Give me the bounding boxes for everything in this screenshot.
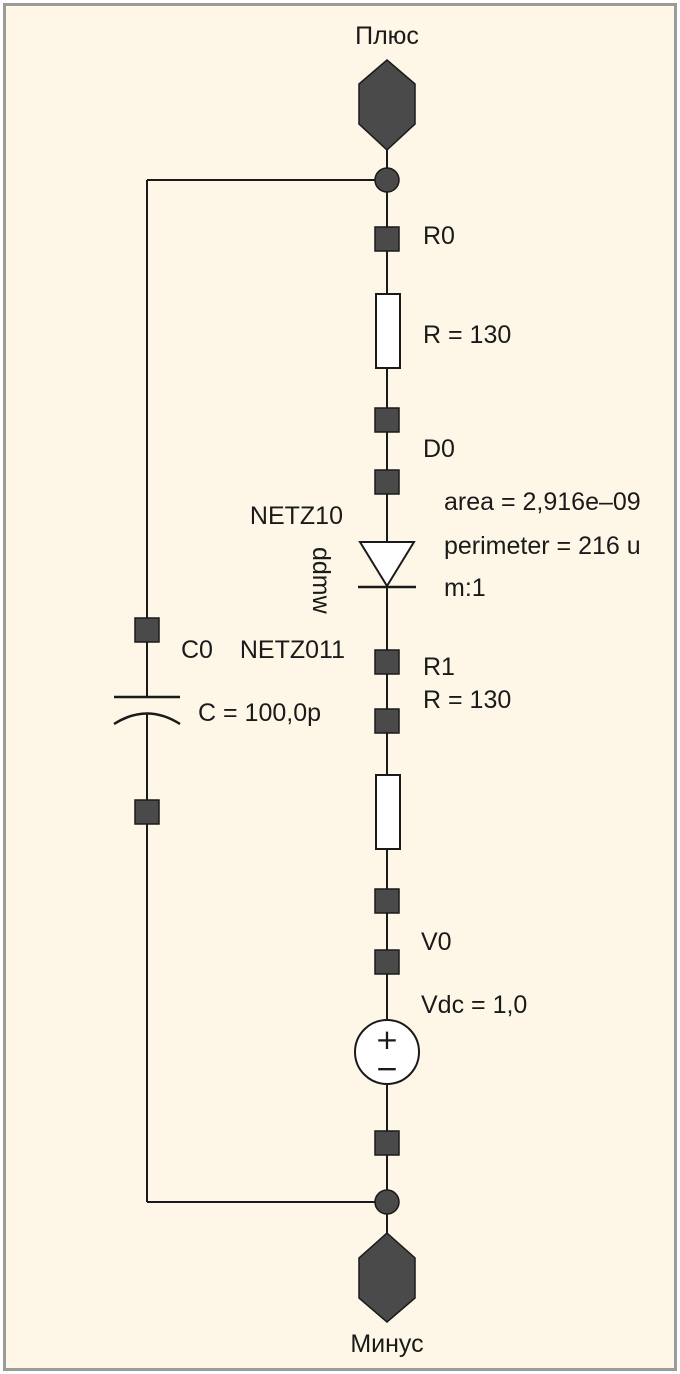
capacitor-plate-curved[interactable]	[113, 712, 181, 726]
v0-top-pin[interactable]	[374, 949, 400, 975]
schematic-frame	[3, 3, 677, 1371]
d0-perimeter-label: perimeter = 216 u	[444, 532, 641, 560]
v0-bottom-pin[interactable]	[374, 1130, 400, 1156]
r1-resistor-body[interactable]	[375, 774, 401, 850]
d0-area-label: area = 2,916e–09	[444, 488, 641, 516]
plus-node	[374, 167, 400, 193]
c0-value-label: C = 100,0p	[198, 699, 321, 727]
plus-terminal-port[interactable]	[358, 59, 416, 152]
minus-terminal-label: Минус	[350, 1330, 423, 1358]
r0-bottom-pin[interactable]	[374, 407, 400, 433]
d0-model-label: ddmw	[307, 547, 335, 615]
net-cathode-label: NETZ011	[240, 636, 345, 664]
d0-multiplier-label: m:1	[444, 574, 486, 602]
d0-bottom-pin[interactable]	[374, 649, 400, 675]
d0-name-label: D0	[423, 435, 455, 463]
minus-terminal-port[interactable]	[358, 1231, 416, 1323]
r1-top-pin[interactable]	[374, 708, 400, 734]
source-plus-sign: +	[375, 1023, 398, 1056]
r0-value-label: R = 130	[423, 321, 511, 349]
voltage-source-circle[interactable]	[354, 1019, 420, 1085]
c0-top-pin[interactable]	[134, 617, 160, 643]
net-anode-label: NETZ10	[250, 502, 343, 530]
d0-top-pin[interactable]	[374, 469, 400, 495]
r1-bottom-pin[interactable]	[374, 888, 400, 914]
r0-resistor-body[interactable]	[375, 293, 401, 369]
diode-triangle[interactable]	[358, 541, 416, 588]
c0-name-label: C0	[181, 636, 213, 664]
c0-bottom-pin[interactable]	[134, 799, 160, 825]
minus-node	[374, 1189, 400, 1215]
source-minus-sign: −	[375, 1052, 398, 1085]
plus-terminal-label: Плюс	[355, 22, 419, 50]
r0-name-label: R0	[423, 222, 455, 250]
capacitor-gap	[138, 697, 156, 714]
v0-name-label: V0	[421, 928, 452, 956]
r1-value-label: R = 130	[423, 686, 511, 714]
v0-value-label: Vdc = 1,0	[421, 991, 527, 1019]
wires	[146, 150, 388, 1235]
r0-top-pin[interactable]	[374, 226, 400, 252]
r1-name-label: R1	[423, 653, 455, 681]
